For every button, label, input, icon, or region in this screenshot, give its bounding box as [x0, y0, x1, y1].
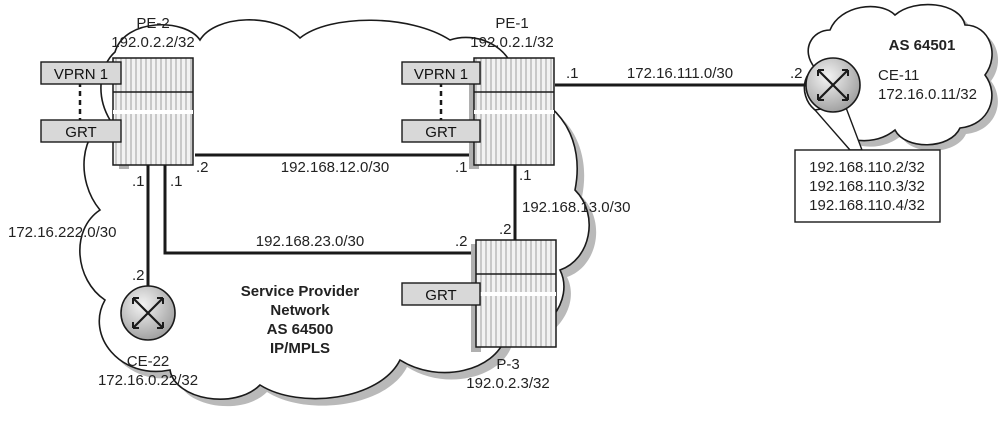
- pe1-ce11-a: .1: [566, 65, 579, 82]
- pe2-ce22-a: .1: [132, 173, 145, 190]
- router-pe2: VPRN 1 GRT: [41, 58, 193, 169]
- p3-name: P-3: [496, 356, 519, 373]
- router-ce22: [121, 286, 175, 340]
- router-ce11: [806, 58, 860, 112]
- provider-line-2: Network: [270, 302, 330, 319]
- pe1-vprn-label: VPRN 1: [414, 66, 468, 83]
- ce22-name: CE-22: [127, 353, 170, 370]
- provider-line-4: IP/MPLS: [270, 340, 330, 357]
- pe1-name: PE-1: [495, 15, 528, 32]
- pe2-p3-a: .1: [170, 173, 183, 190]
- pe1-address: 192.0.2.1/32: [470, 34, 553, 51]
- pe2-grt-label: GRT: [65, 124, 96, 141]
- pe2-pe1-a: .2: [196, 159, 209, 176]
- provider-line-3: AS 64500: [267, 321, 334, 338]
- subnet-pe2-p3: 192.168.23.0/30: [256, 233, 364, 250]
- ce22-address: 172.16.0.22/32: [98, 372, 198, 389]
- pe2-pe1-b: .1: [455, 159, 468, 176]
- subnet-pe2-ce22: 172.16.222.0/30: [8, 224, 116, 241]
- ce11-loopback-box: 192.168.110.2/32 192.168.110.3/32 192.16…: [795, 150, 940, 222]
- pe1-p3-b: .2: [499, 221, 512, 238]
- pe1-p3-a: .1: [519, 167, 532, 184]
- subnet-pe1-p3: 192.168.13.0/30: [522, 199, 630, 216]
- pe2-name: PE-2: [136, 15, 169, 32]
- pe1-grt-label: GRT: [425, 124, 456, 141]
- p3-address: 192.0.2.3/32: [466, 375, 549, 392]
- pe2-p3-b: .2: [455, 233, 468, 250]
- ce11-address: 172.16.0.11/32: [878, 86, 977, 103]
- ce11-as: AS 64501: [889, 37, 956, 54]
- p3-grt-label: GRT: [425, 287, 456, 304]
- pe2-vprn-label: VPRN 1: [54, 66, 108, 83]
- ce11-loopback-2: 192.168.110.3/32: [809, 178, 925, 195]
- subnet-pe2-pe1: 192.168.12.0/30: [281, 159, 389, 176]
- pe1-ce11-b: .2: [790, 65, 803, 82]
- ce11-name: CE-11: [878, 67, 919, 84]
- provider-line-1: Service Provider: [241, 283, 360, 300]
- ce11-loopback-1: 192.168.110.2/32: [809, 159, 925, 176]
- subnet-pe1-ce11: 172.16.111.0/30: [627, 65, 733, 82]
- pe2-address: 192.0.2.2/32: [111, 34, 194, 51]
- ce11-loopback-3: 192.168.110.4/32: [809, 197, 925, 214]
- pe2-ce22-b: .2: [132, 267, 145, 284]
